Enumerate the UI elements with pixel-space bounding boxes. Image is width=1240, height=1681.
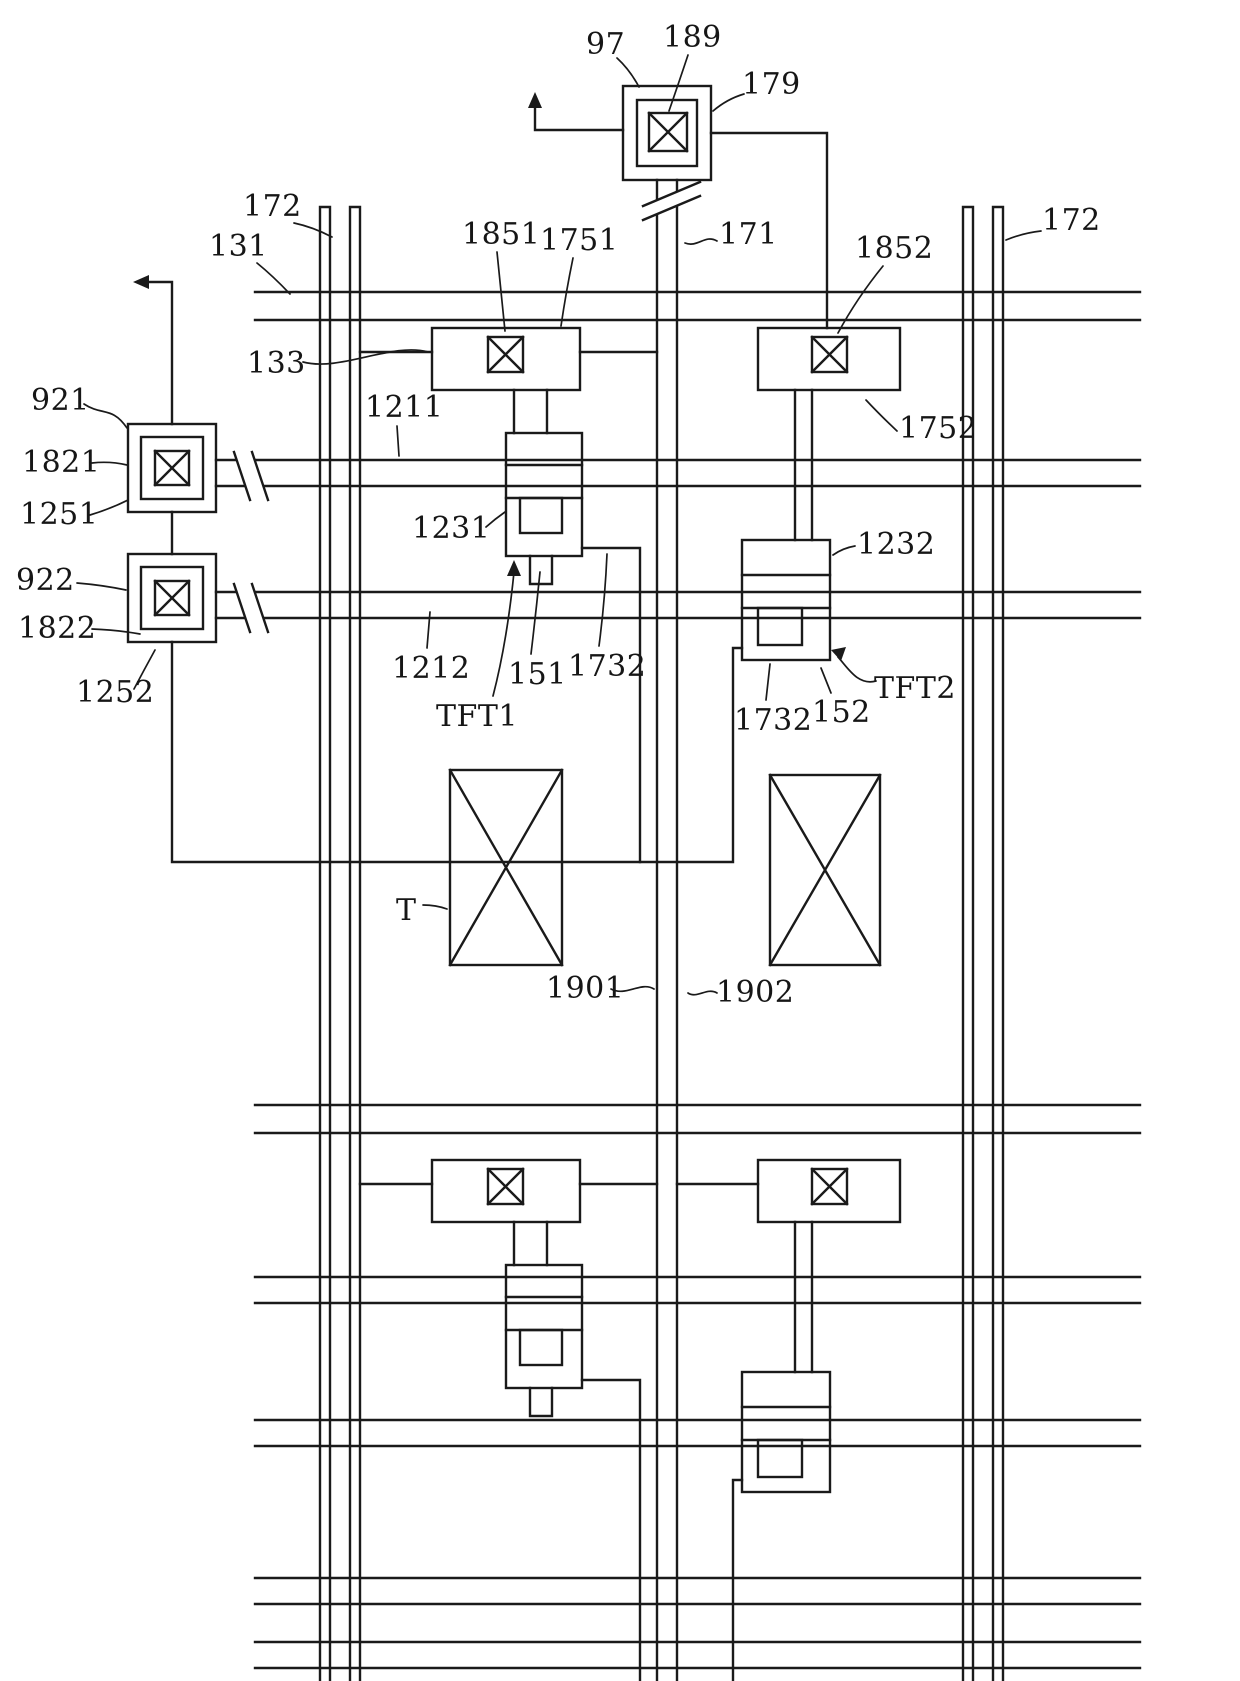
lower-left-tft-body	[504, 1263, 584, 1390]
vertical-bus-lines	[318, 178, 1005, 1681]
break-slashes-922	[232, 582, 270, 634]
gate-line-row3	[253, 1576, 1142, 1606]
tft1-body-divisions	[504, 463, 584, 500]
break-slashes-171	[641, 180, 702, 222]
break-mask-921	[234, 452, 268, 500]
pad-97-inner	[635, 98, 699, 168]
tft2-structure	[740, 326, 902, 662]
bridge-line-179	[709, 131, 829, 330]
lower-cell-structures	[358, 1158, 902, 1681]
data-line-171	[655, 178, 679, 1681]
pixel-electrode-2-cross	[768, 773, 882, 967]
pad-921-inner	[139, 435, 205, 501]
break-marks	[232, 180, 702, 634]
contact-via-1821	[153, 449, 191, 487]
lower-right-drain	[731, 1478, 744, 1681]
contact-via-1852	[810, 335, 849, 374]
contact-via-1822	[153, 579, 191, 617]
contact-via-1851	[486, 335, 525, 374]
tft1-inner-electrode	[518, 496, 564, 535]
tft1-channel-stem	[512, 388, 549, 435]
tft1-pointer-arrow-icon	[507, 560, 521, 576]
source-electrode-1752	[756, 326, 902, 392]
connector-path	[145, 280, 744, 864]
label-leader-lines	[76, 54, 1042, 996]
tft1-structure	[358, 326, 659, 864]
section-arrow-left-icon	[133, 275, 149, 289]
contact-via-1851-cross	[486, 335, 525, 374]
section-arrow-up-icon	[528, 92, 542, 108]
lower-right-source-electrode	[756, 1158, 902, 1224]
lower-right-inner-electrode	[756, 1438, 804, 1479]
top-contact-pad-97	[528, 84, 829, 330]
tft2-channel-stem	[793, 388, 814, 542]
pixel-electrode-T	[448, 768, 564, 967]
storage-line-922	[214, 590, 1142, 620]
lower-right-channel-stem	[793, 1220, 814, 1374]
storage-pad-922	[126, 552, 218, 644]
tft1-drain	[528, 546, 642, 864]
storage-line-row2-a	[253, 1275, 1142, 1305]
storage-pad-921	[126, 422, 218, 514]
pad-922-inner	[139, 565, 205, 631]
lower-right-tft-divisions	[740, 1405, 832, 1442]
tft2-body	[740, 538, 832, 662]
break-mask-922	[234, 584, 268, 632]
leader-lines	[76, 54, 1042, 996]
tft2-inner-electrode	[756, 606, 804, 647]
contact-via-1821-cross	[153, 449, 191, 487]
contact-via-1852-cross	[810, 335, 849, 374]
data-line-pair-right	[961, 205, 1005, 1681]
contact-via-189-cross	[647, 111, 689, 153]
break-slashes-921	[232, 450, 270, 502]
lower-left-contact-via-cross	[486, 1167, 525, 1206]
data-line-pair-left	[318, 205, 362, 1681]
lower-left-source-electrode	[430, 1158, 582, 1224]
pixel-electrode-left	[448, 768, 564, 967]
gate-line-131	[253, 290, 1142, 322]
tft1-body	[504, 431, 584, 558]
lower-left-inner-electrode	[518, 1328, 564, 1367]
contact-via-1822-cross	[153, 579, 191, 617]
source-electrode-1751	[430, 326, 582, 392]
storage-line-921	[214, 458, 1142, 488]
lower-left-drain	[528, 1378, 642, 1681]
pixel-electrode-T-cross	[448, 768, 564, 967]
contact-via-189	[647, 111, 689, 153]
lower-right-contact-via-cross	[810, 1167, 849, 1206]
break-mask-171	[643, 182, 700, 220]
gate-line-row2	[253, 1103, 1142, 1135]
lower-left-contact-via	[486, 1167, 525, 1206]
connector-line	[133, 275, 744, 864]
lower-left-channel-stem	[512, 1220, 549, 1267]
storage-line-row2-b	[253, 1418, 1142, 1448]
section-arrow-up-shaft	[533, 104, 625, 132]
lower-right-contact-via	[810, 1167, 849, 1206]
pixel-electrode-right	[768, 773, 882, 967]
pixel-electrode-2	[768, 773, 882, 967]
storage-line-row3-a	[253, 1640, 1142, 1670]
tft2-pointer-arrow-icon	[831, 647, 846, 661]
horizontal-bus-lines	[214, 290, 1142, 1670]
lower-right-tft-body	[740, 1370, 832, 1494]
